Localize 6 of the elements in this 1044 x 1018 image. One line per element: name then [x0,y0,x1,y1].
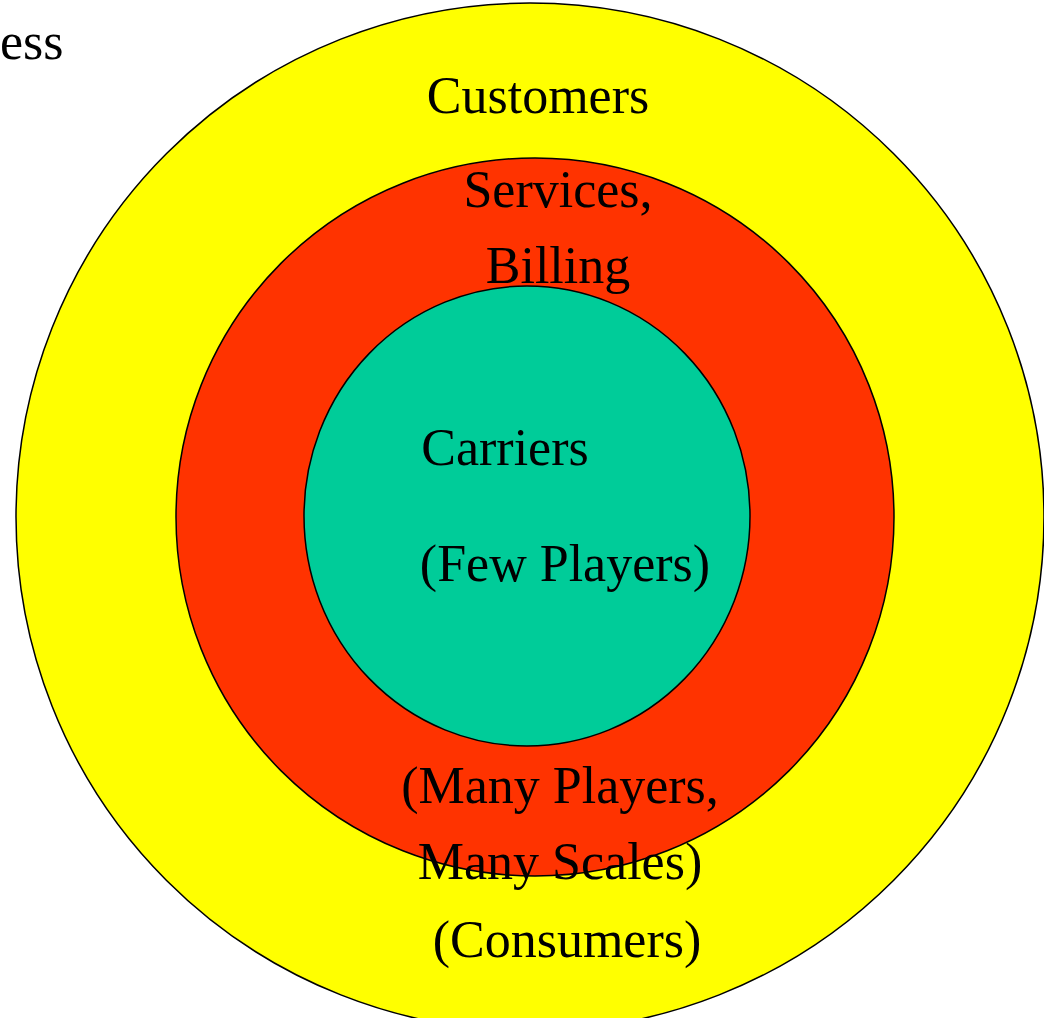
ring-title: Carriers [420,418,590,478]
ring-note: (Few Players) [418,534,712,594]
ring-title: Services, Billing [462,160,654,296]
cut-off-word: ess [0,12,64,72]
ring-title: Customers [425,66,651,126]
ring-note: (Consumers) [431,910,703,970]
